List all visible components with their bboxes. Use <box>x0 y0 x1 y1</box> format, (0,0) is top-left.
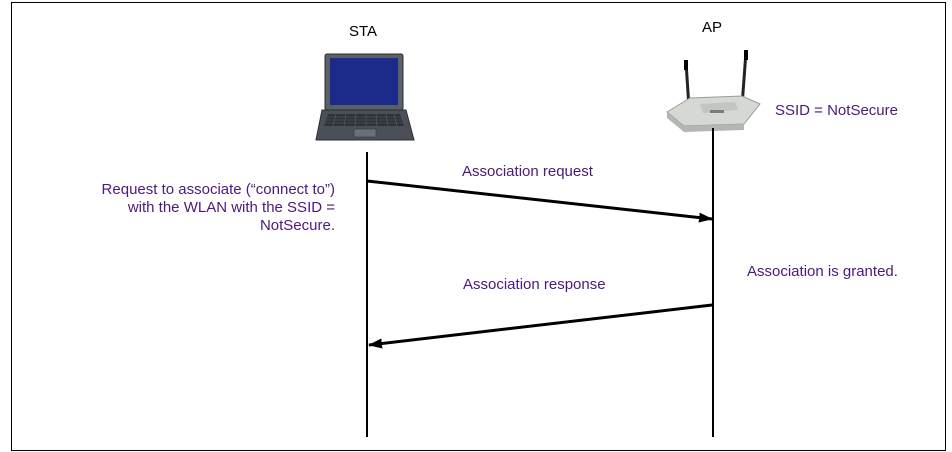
ap-granted-note: Association is granted. <box>747 263 898 280</box>
diagram-frame <box>11 2 946 451</box>
association-response-arrow <box>368 303 713 349</box>
association-request-label: Association request <box>462 163 593 180</box>
ap-label: AP <box>702 19 723 36</box>
association-response-label: Association response <box>463 276 606 293</box>
sta-request-note-line: NotSecure. <box>259 217 335 234</box>
sta-request-note-line: with the WLAN with the SSID = <box>127 199 335 216</box>
association-request-arrow <box>366 179 713 223</box>
sta-label: STA <box>349 23 378 40</box>
wireless-access-point-icon <box>666 50 761 132</box>
sta-request-note-line: Request to associate (“connect to”) <box>101 181 335 198</box>
ap-ssid-note: SSID = NotSecure <box>775 102 898 119</box>
sta-request-note: Request to associate (“connect to”) with… <box>28 181 335 235</box>
laptop-icon <box>315 53 415 141</box>
